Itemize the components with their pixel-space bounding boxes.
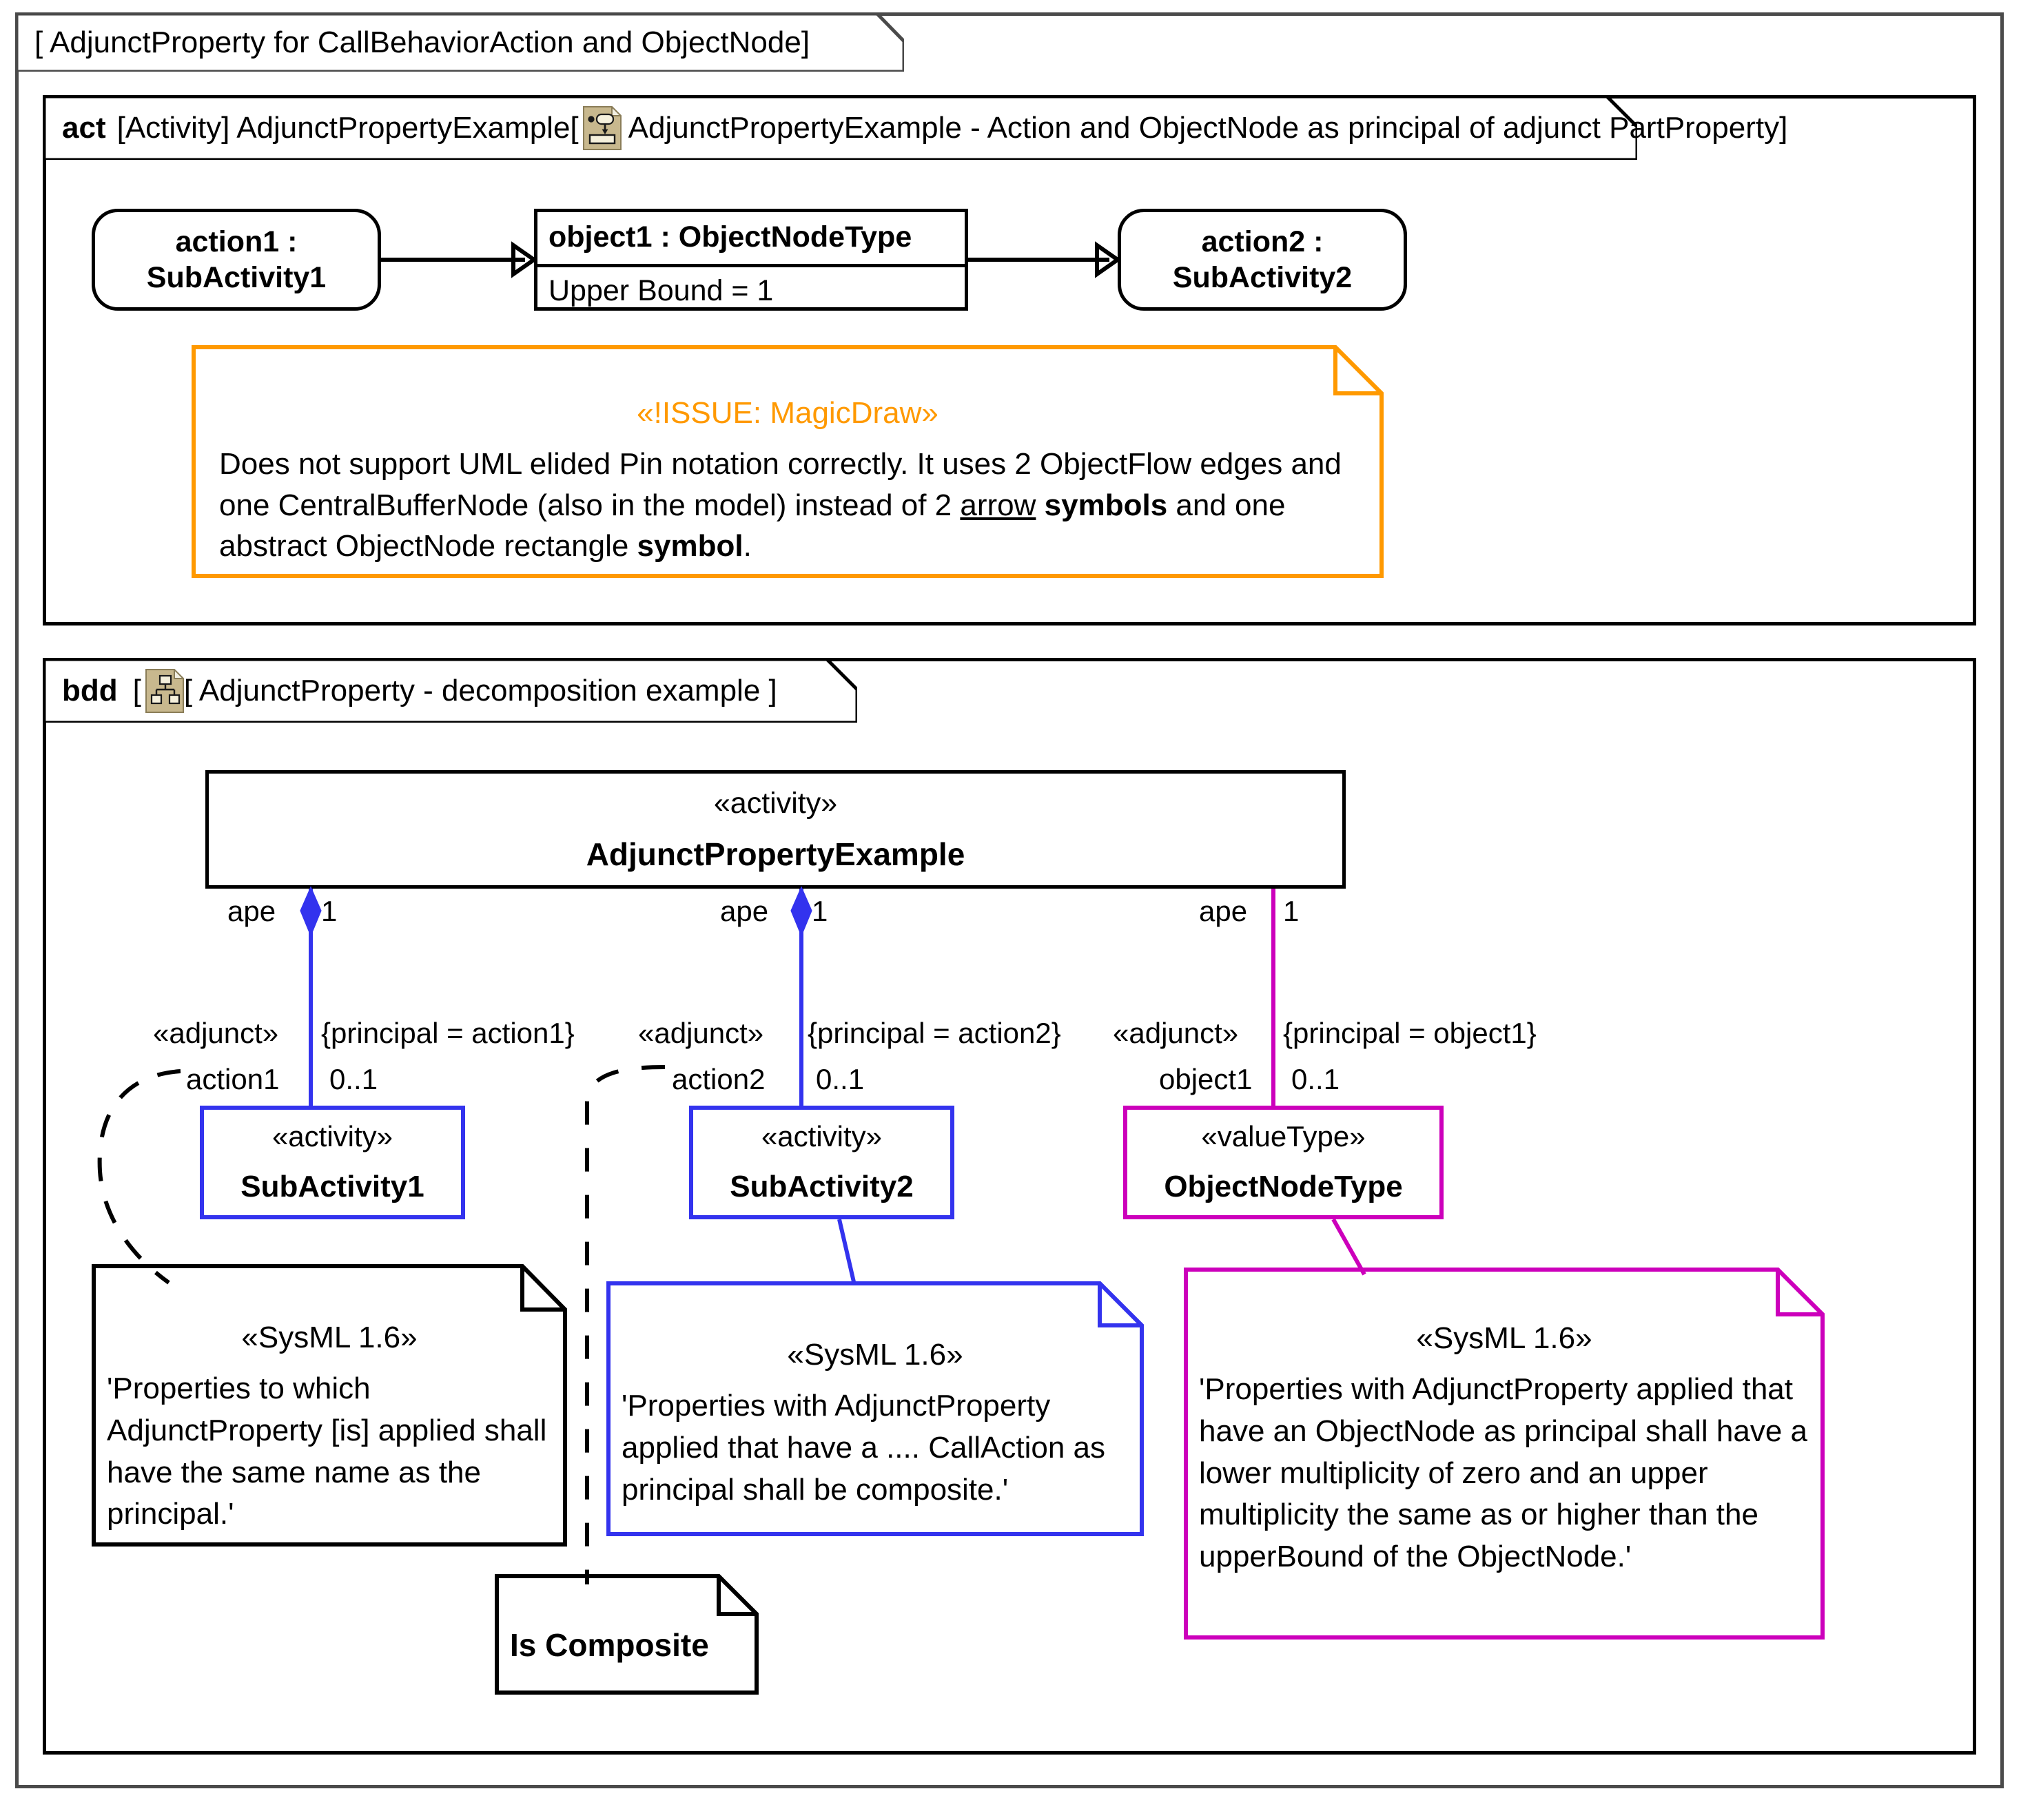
assoc2-whole-end-name: ape [720,895,769,927]
outer-frame-label-tab: [ AdjunctProperty for CallBehaviorAction… [17,14,904,72]
assoc2-stereotype: «adjunct» [638,1017,764,1049]
act-label-prefix: [Activity] AdjunctPropertyExample[ [116,111,579,145]
assoc1-whole-end-mult: 1 [321,895,338,927]
assoc3-constraint: {principal = object1} [1283,1017,1537,1049]
note1-stereotype: «SysML 1.6» [241,1321,418,1354]
activity-diagram-icon [582,105,623,150]
block-adjunctpropertyexample[interactable]: «activity» AdjunctPropertyExample [205,770,1346,889]
assoc1-part-end-name: action1 [186,1063,280,1095]
bdd-label: [ AdjunctProperty - decomposition exampl… [183,674,777,707]
issue-note-text-part1: Does not support UML elided Pin notation… [219,447,1342,522]
issue-note-text-bold2: symbol [637,528,743,563]
assoc1-stereotype: «adjunct» [153,1017,279,1049]
block-subactivity1[interactable]: «activity» SubActivity1 [200,1106,465,1219]
objectnodetype-stereotype: «valueType» [1201,1120,1366,1153]
act-label-suffix: AdjunctPropertyExample - Action and Obje… [628,111,1788,145]
assoc2-part-end-name: action2 [672,1063,766,1095]
assoc3-part-end-mult: 0..1 [1291,1063,1340,1095]
subactivity1-name: SubActivity1 [240,1169,424,1203]
object1-title: object1 : ObjectNodeType [537,212,965,267]
subactivity2-stereotype: «activity» [761,1120,883,1153]
block-objectnodetype[interactable]: «valueType» ObjectNodeType [1123,1106,1444,1219]
is-composite-note: Is Composite [495,1574,759,1695]
action1-label-line1: action1 : [175,225,298,258]
assoc1-part-end-mult: 0..1 [329,1063,378,1095]
note2-stereotype: «SysML 1.6» [787,1338,963,1372]
assoc3-part-end-name: object1 [1159,1063,1253,1095]
bdd-keyword: bdd [62,674,118,707]
assoc3-stereotype: «adjunct» [1113,1017,1239,1049]
is-composite-text: Is Composite [510,1627,709,1663]
activity-node-action1[interactable]: action1 : SubActivity1 [92,209,381,311]
sysml-note-multiplicity: «SysML 1.6» 'Properties with AdjunctProp… [1184,1268,1825,1640]
assoc3-whole-end-name: ape [1199,895,1248,927]
assoc2-constraint: {principal = action2} [808,1017,1061,1049]
bdd-frame-label-tab: bdd [ [ AdjunctProperty - decomposition … [44,659,857,723]
activity-node-object1[interactable]: object1 : ObjectNodeType Upper Bound = 1 [534,209,968,311]
note3-text: 'Properties with AdjunctProperty applied… [1199,1372,1807,1574]
outer-frame-label: [ AdjunctProperty for CallBehaviorAction… [34,25,810,59]
act-frame-label-tab: act [Activity] AdjunctPropertyExample[ A… [44,96,1787,160]
subactivity1-stereotype: «activity» [271,1120,393,1153]
issue-note-text-end: . [743,528,752,563]
block-definition-diagram-icon [145,668,185,713]
bdd-label-bracket-open: [ [132,674,141,707]
action1-label-line2: SubActivity1 [146,261,327,294]
assoc3-whole-end-mult: 1 [1283,895,1300,927]
assoc1-whole-end-name: ape [227,895,276,927]
act-keyword: act [62,111,106,145]
issue-note-magicdraw: «!ISSUE: MagicDraw» Does not support UML… [192,345,1384,578]
sysml-note-composite: «SysML 1.6» 'Properties with AdjunctProp… [606,1281,1144,1536]
object1-upper-bound: Upper Bound = 1 [548,274,774,307]
action2-label-line1: action2 : [1201,225,1324,258]
note2-text: 'Properties with AdjunctProperty applied… [622,1389,1105,1507]
assoc2-part-end-mult: 0..1 [816,1063,865,1095]
note3-stereotype: «SysML 1.6» [1416,1321,1592,1355]
root-block-stereotype: «activity» [713,786,838,820]
issue-note-text-bold1: symbols [1044,488,1168,522]
assoc1-constraint: {principal = action1} [321,1017,575,1049]
root-block-name: AdjunctPropertyExample [586,836,965,872]
note1-text: 'Properties to which AdjunctProperty [is… [107,1372,547,1531]
activity-node-action2[interactable]: action2 : SubActivity2 [1118,209,1407,311]
block-subactivity2[interactable]: «activity» SubActivity2 [689,1106,954,1219]
issue-note-text-underline: arrow [960,488,1036,522]
objectnodetype-name: ObjectNodeType [1164,1169,1403,1203]
sysml-note-same-name: «SysML 1.6» 'Properties to which Adjunct… [92,1264,567,1547]
issue-note-text-part2: and one abstract ObjectNode rectangle [219,488,1286,563]
subactivity2-name: SubActivity2 [730,1169,914,1203]
issue-note-stereotype: «!ISSUE: MagicDraw» [637,396,938,430]
action2-label-line2: SubActivity2 [1172,261,1353,294]
assoc2-whole-end-mult: 1 [812,895,828,927]
